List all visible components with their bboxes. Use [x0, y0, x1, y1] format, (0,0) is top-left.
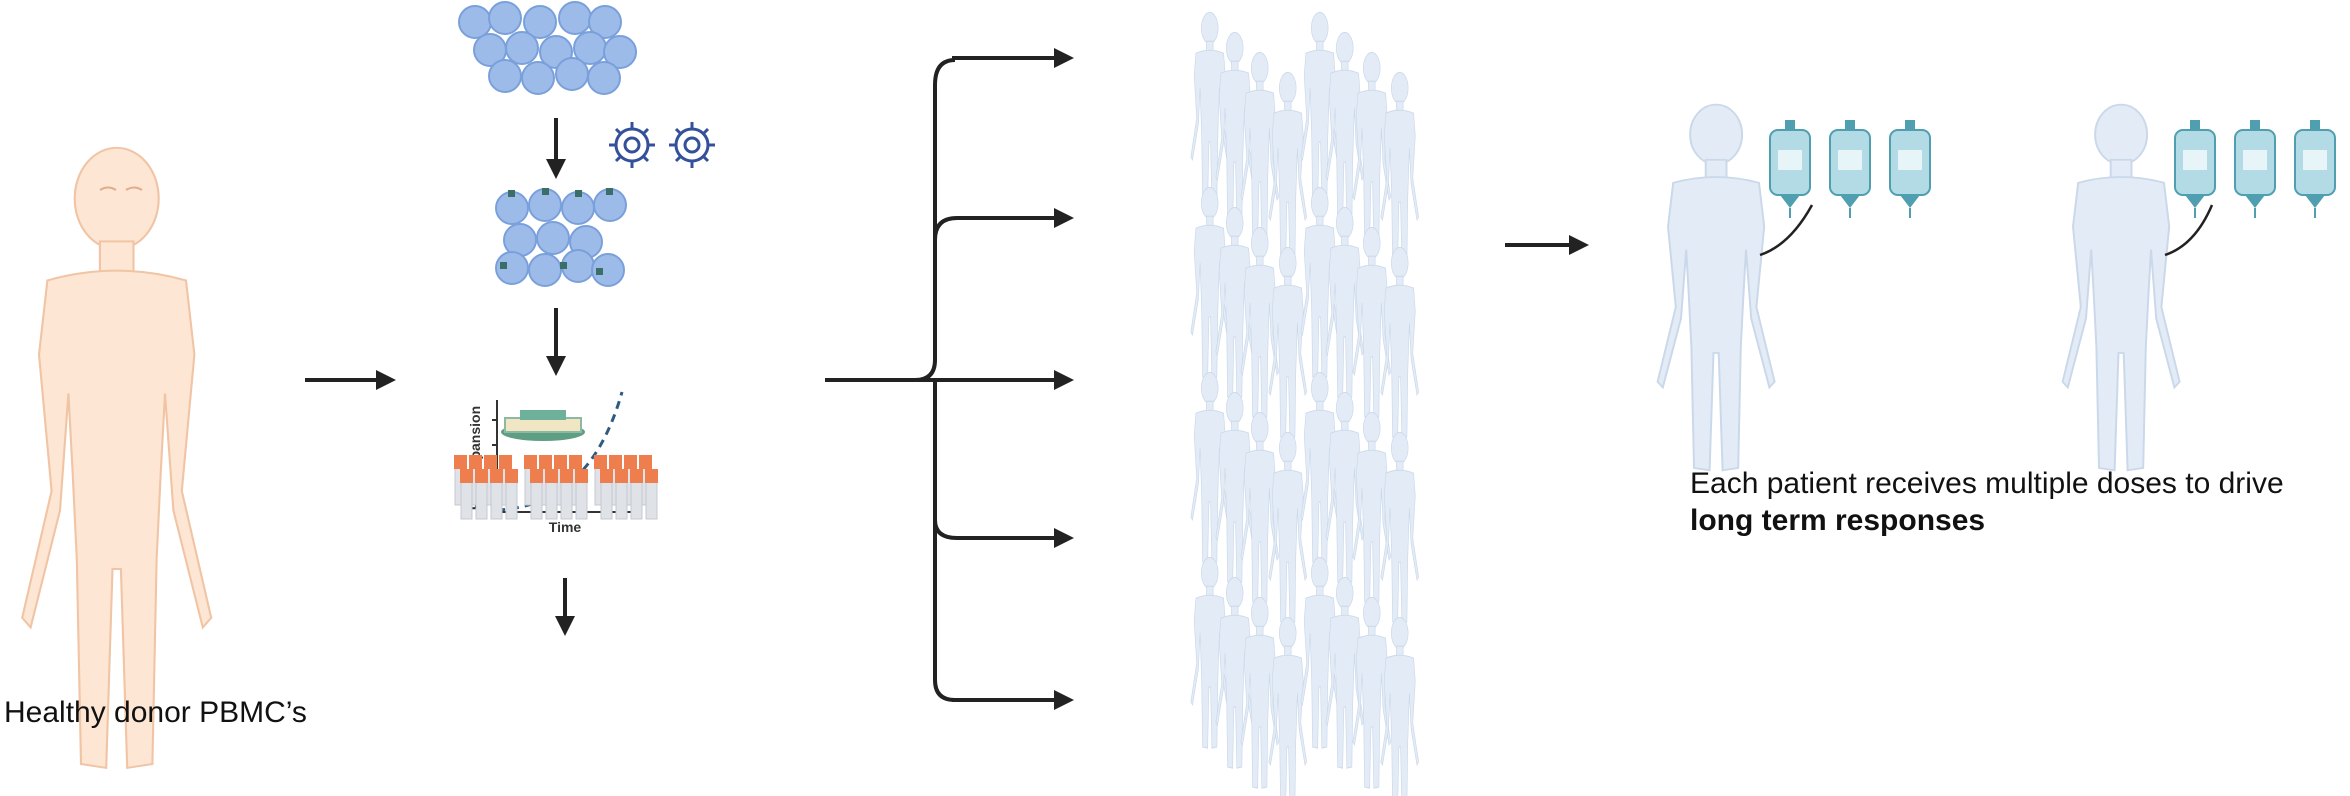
patient-caption-text: Each patient receives multiple doses to …: [1690, 467, 2284, 500]
virus-particles: [609, 122, 715, 168]
patient-caption: Each patient receives multiple doses to …: [1690, 465, 2330, 539]
infusion-bag-icon: [1829, 120, 1871, 218]
iv-line-1: [1759, 204, 1814, 257]
patient-figure: [1268, 246, 1308, 439]
patient-2-figure: [2061, 103, 2181, 472]
expansion-plot: Fold Expansion Time: [467, 391, 640, 535]
patient-figure: [1380, 431, 1420, 624]
healthy-donor-figure: [21, 146, 213, 769]
activated-t-cells: [495, 188, 627, 287]
patient-figure: [1380, 71, 1420, 264]
patient-caption-emphasis: long term responses: [1690, 504, 1986, 537]
patient-population: [1190, 11, 1420, 796]
patient-figure: [1380, 246, 1420, 439]
patient-1-figure: [1656, 103, 1776, 472]
bioreactor-icon: [501, 410, 585, 441]
bound-virus-markers: [500, 188, 613, 275]
infusion-bag-icon: [2294, 120, 2336, 218]
patient-figure: [1268, 431, 1308, 624]
vial-group: [524, 455, 588, 520]
infusion-bag-icon: [1889, 120, 1931, 218]
vial-group: [454, 455, 518, 520]
infusion-bag-icon: [2234, 120, 2276, 218]
pbmc-cell-cluster: [458, 1, 637, 95]
vial-group: [594, 455, 658, 520]
iv-line-2: [2164, 204, 2214, 257]
infusion-bags: [1769, 120, 2336, 218]
donor-face: [99, 186, 143, 191]
patient-figure: [1268, 71, 1308, 264]
distribution-bracket: [825, 48, 1074, 710]
plot-xlabel: Time: [549, 519, 582, 535]
patient-figure: [1268, 616, 1308, 796]
cryovial-bank: [454, 455, 658, 520]
infusion-bag-icon: [2174, 120, 2216, 218]
patient-figure: [1380, 616, 1420, 796]
infusion-bag-icon: [1769, 120, 1811, 218]
donor-label: Healthy donor PBMC’s: [4, 696, 307, 729]
